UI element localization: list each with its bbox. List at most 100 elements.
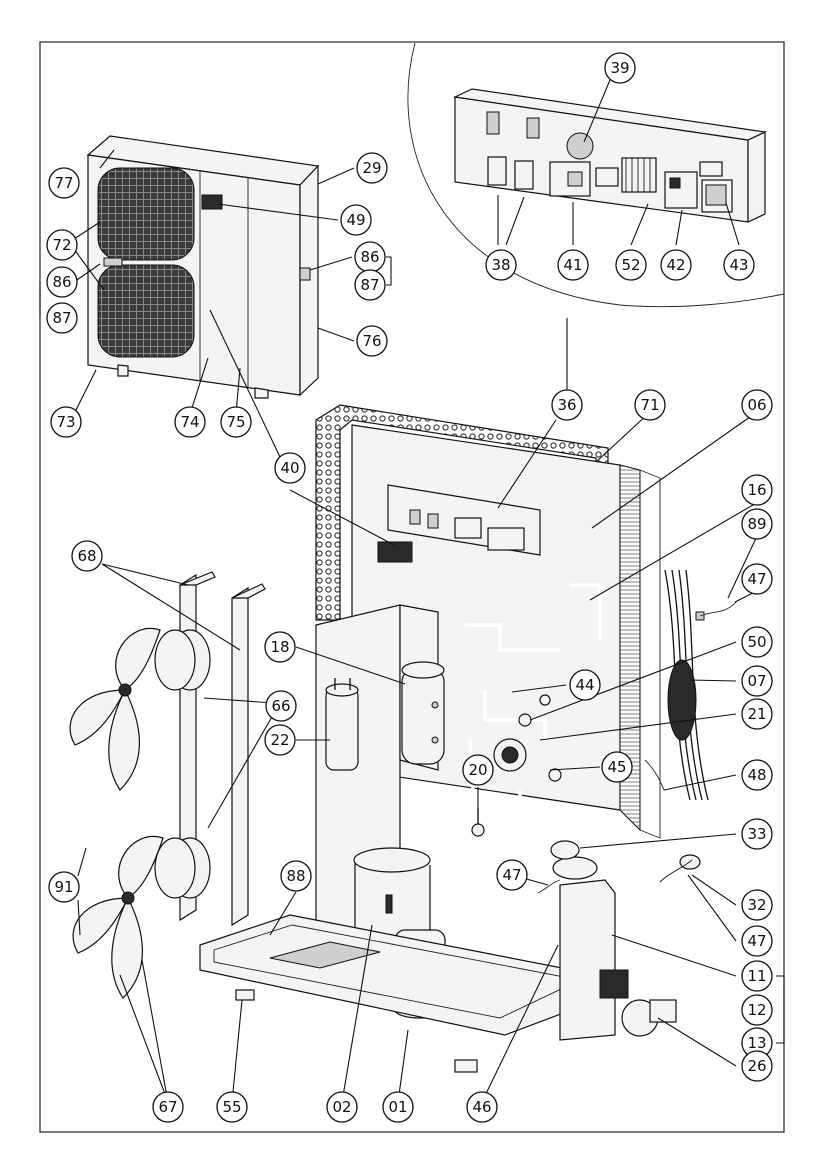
callout-76: 76 bbox=[356, 325, 388, 357]
callout-86a: 86 bbox=[46, 266, 78, 298]
callout-45: 45 bbox=[601, 751, 633, 783]
receiver-tank bbox=[401, 661, 445, 765]
svg-text:45: 45 bbox=[607, 758, 626, 776]
callout-36: 36 bbox=[551, 389, 583, 421]
callout-07: 07 bbox=[741, 665, 773, 697]
upper-fan-blade bbox=[69, 627, 161, 791]
callout-73: 73 bbox=[50, 406, 82, 438]
svg-text:40: 40 bbox=[280, 459, 299, 477]
svg-text:07: 07 bbox=[747, 672, 766, 690]
callout-86b: 86 bbox=[354, 241, 386, 273]
svg-text:77: 77 bbox=[54, 174, 73, 192]
svg-text:16: 16 bbox=[747, 481, 766, 499]
svg-text:55: 55 bbox=[222, 1098, 241, 1116]
svg-text:18: 18 bbox=[270, 638, 289, 656]
callout-68: 68 bbox=[71, 540, 103, 572]
callout-20: 20 bbox=[462, 754, 494, 786]
svg-text:36: 36 bbox=[557, 396, 576, 414]
svg-text:01: 01 bbox=[388, 1098, 407, 1116]
svg-text:22: 22 bbox=[270, 731, 289, 749]
accumulator bbox=[325, 678, 359, 771]
callout-50: 50 bbox=[741, 626, 773, 658]
outdoor-unit-casing bbox=[86, 135, 320, 399]
callout-22: 22 bbox=[264, 724, 296, 756]
svg-text:41: 41 bbox=[563, 256, 582, 274]
svg-text:73: 73 bbox=[56, 413, 75, 431]
callout-66: 66 bbox=[265, 690, 297, 722]
callout-46: 46 bbox=[466, 1091, 498, 1123]
svg-text:76: 76 bbox=[362, 332, 381, 350]
callout-87a: 87 bbox=[46, 302, 78, 334]
wiring-harness bbox=[664, 569, 709, 801]
callout-48: 48 bbox=[741, 759, 773, 791]
svg-text:33: 33 bbox=[747, 825, 766, 843]
callout-72: 72 bbox=[46, 229, 78, 261]
lower-fan-grille bbox=[97, 264, 195, 358]
svg-text:44: 44 bbox=[575, 676, 594, 694]
detail-boundary bbox=[407, 42, 785, 308]
callout-12: 12 bbox=[741, 994, 773, 1026]
callout-52: 52 bbox=[615, 249, 647, 281]
callout-44: 44 bbox=[569, 669, 601, 701]
leader-lines bbox=[39, 79, 785, 1103]
callout-74: 74 bbox=[174, 406, 206, 438]
callout-26: 26 bbox=[741, 1050, 773, 1082]
svg-text:48: 48 bbox=[747, 766, 766, 784]
callout-41: 41 bbox=[557, 249, 589, 281]
svg-text:91: 91 bbox=[54, 878, 73, 896]
callout-29: 29 bbox=[356, 152, 388, 184]
svg-text:20: 20 bbox=[468, 761, 487, 779]
svg-text:74: 74 bbox=[180, 413, 199, 431]
callout-01: 01 bbox=[382, 1091, 414, 1123]
drawing-frame bbox=[39, 41, 785, 1133]
callout-21: 21 bbox=[741, 698, 773, 730]
svg-text:47: 47 bbox=[747, 570, 766, 588]
svg-text:21: 21 bbox=[747, 705, 766, 723]
callout-40: 40 bbox=[274, 452, 306, 484]
callout-55: 55 bbox=[216, 1091, 248, 1123]
callout-18: 18 bbox=[264, 631, 296, 663]
cable-47c bbox=[659, 859, 693, 883]
plate-heat-exchanger bbox=[552, 856, 616, 1062]
callout-67: 67 bbox=[152, 1091, 184, 1123]
svg-text:89: 89 bbox=[747, 515, 766, 533]
callout-43: 43 bbox=[723, 249, 755, 281]
callout-91: 91 bbox=[48, 871, 80, 903]
svg-text:02: 02 bbox=[332, 1098, 351, 1116]
callout-47b: 47 bbox=[496, 859, 528, 891]
water-pump bbox=[599, 969, 677, 1037]
water-inlet-pipe bbox=[639, 854, 701, 960]
upper-fan-motor bbox=[154, 629, 211, 691]
svg-text:50: 50 bbox=[747, 633, 766, 651]
svg-text:86: 86 bbox=[360, 248, 379, 266]
callout-32: 32 bbox=[741, 889, 773, 921]
svg-text:86: 86 bbox=[52, 273, 71, 291]
callout-49: 49 bbox=[340, 204, 372, 236]
svg-text:88: 88 bbox=[286, 867, 305, 885]
callout-38: 38 bbox=[485, 249, 517, 281]
svg-text:43: 43 bbox=[729, 256, 748, 274]
cable-48 bbox=[644, 759, 665, 791]
lower-fan-blade bbox=[72, 835, 164, 999]
callout-75: 75 bbox=[220, 406, 252, 438]
callout-33: 33 bbox=[741, 818, 773, 850]
callout-11: 11 bbox=[741, 960, 773, 992]
cable-47a bbox=[699, 599, 739, 617]
svg-text:87: 87 bbox=[360, 276, 379, 294]
svg-text:12: 12 bbox=[747, 1001, 766, 1019]
callout-88: 88 bbox=[280, 860, 312, 892]
svg-text:72: 72 bbox=[52, 236, 71, 254]
callout-89: 89 bbox=[741, 508, 773, 540]
ring-33 bbox=[550, 840, 580, 860]
callout-42: 42 bbox=[660, 249, 692, 281]
svg-text:32: 32 bbox=[747, 896, 766, 914]
upper-fan-grille bbox=[97, 167, 195, 261]
svg-text:49: 49 bbox=[346, 211, 365, 229]
svg-text:42: 42 bbox=[666, 256, 685, 274]
svg-text:47: 47 bbox=[502, 866, 521, 884]
callout-02: 02 bbox=[326, 1091, 358, 1123]
main-pcb bbox=[387, 484, 541, 556]
svg-text:13: 13 bbox=[747, 1034, 766, 1052]
callout-47a: 47 bbox=[741, 563, 773, 595]
lower-fan-motor bbox=[154, 837, 211, 899]
